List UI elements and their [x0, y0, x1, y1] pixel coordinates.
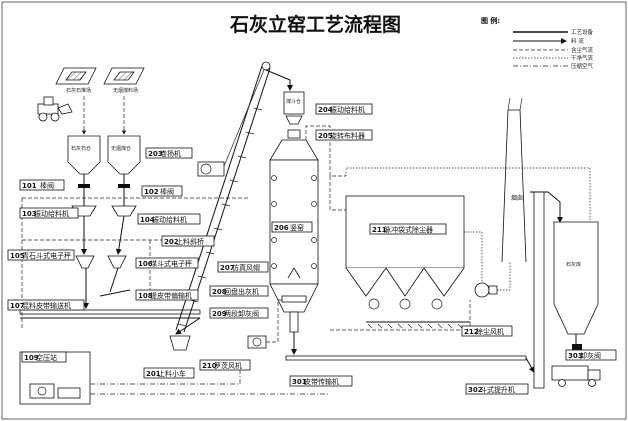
limestone-yard-label: 石灰石堆场 [66, 87, 91, 94]
eq-204-id: 204 [318, 106, 333, 114]
eq-204-label: 振动给料机 [330, 105, 365, 114]
eq-302-id: 302 [468, 386, 483, 394]
coal-yard-label: 无烟煤料场 [113, 87, 138, 94]
eq-205-label: 旋转布料器 [330, 131, 365, 140]
belt-108 [99, 289, 131, 297]
eq-210-label: 罗茨风机 [214, 361, 242, 370]
coal-bin: 无烟煤仓 [107, 135, 141, 175]
belt-conveyor-301 [285, 355, 527, 361]
truck-icon [551, 365, 601, 387]
eq-202-label: 上料斜桥 [176, 237, 204, 246]
eq-106-id: 106 [138, 260, 153, 268]
eq-203-label: 卷扬机 [160, 149, 181, 158]
eq-302-label: 斗式提升机 [480, 385, 515, 394]
eq-109-label: 空压站 [36, 353, 57, 362]
rotary-distributor-205 [287, 129, 301, 139]
limestone-scale-105 [75, 255, 95, 269]
rod-valve-101 [78, 184, 90, 188]
legend-label-dusty-gas: 含尘气流 [571, 46, 594, 54]
eq-303-label: 卸灰阀 [580, 351, 601, 360]
limestone-bin: 石灰石仓 [67, 135, 101, 175]
vibrating-feeder-204 [285, 115, 303, 125]
eq-210-id: 210 [202, 362, 217, 370]
eq-203-id: 203 [148, 150, 163, 158]
eq-107-label: 混料皮带输送机 [22, 301, 71, 310]
eq-104-label: 振动给料机 [152, 215, 187, 224]
eq-209-label: 两段卸灰阀 [224, 309, 259, 318]
unloading-valve-209 [289, 311, 299, 333]
roots-blower-210 [247, 335, 267, 349]
rod-valve-102 [118, 184, 130, 188]
coal-bin-label: 无烟煤仓 [111, 145, 131, 152]
eq-212-id: 212 [464, 328, 479, 336]
discharger-208 [281, 295, 307, 303]
eq-109-id: 109 [24, 354, 39, 362]
eq-108-label: 提皮带偏输机 [150, 291, 192, 300]
bucket-elevator-302 [530, 191, 561, 389]
vibrating-feeder-104 [111, 205, 137, 217]
lime-storage-bin: 石灰库 [553, 221, 599, 335]
charge-hopper-label: 煤斗仓 [286, 98, 301, 105]
eq-301-id: 301 [292, 378, 307, 386]
eq-209-id: 209 [212, 310, 227, 318]
eq-211-label: 脉冲袋式除尘器 [384, 225, 433, 234]
legend-heading: 图 例: [481, 16, 500, 25]
eq-106-label: 煤斗式电子秤 [150, 259, 192, 268]
eq-104-id: 104 [140, 216, 155, 224]
coal-scale-106 [107, 255, 127, 269]
eq-205-id: 205 [318, 132, 333, 140]
eq-101-id: 101 [22, 182, 37, 190]
eq-201-label: 上料小车 [158, 369, 186, 378]
legend-label-material: 料 流 [571, 37, 584, 45]
coal-yard: 无烟煤料场 [103, 67, 145, 94]
wind-cap-207 [287, 267, 301, 279]
dust-fan-212 [474, 282, 498, 298]
eq-202-id: 202 [164, 238, 179, 246]
chimney: 烟囱 [501, 97, 527, 263]
diagram-title: 石灰立窑工艺流程图 [229, 13, 401, 36]
eq-303-id: 303 [568, 352, 583, 360]
belt-conveyor-107 [19, 309, 201, 315]
lime-bin-label: 石灰库 [566, 261, 581, 268]
eq-207-id: 207 [220, 264, 235, 272]
eq-212-label: 除尘风机 [476, 327, 504, 336]
eq-103-label: 振动给料机 [34, 209, 69, 218]
loader-icon [37, 96, 73, 122]
winch-203 [197, 69, 265, 177]
eq-107-id: 107 [10, 302, 25, 310]
legend-label-clean-gas: 干净气流 [571, 54, 594, 62]
discharge-valve-303 [572, 344, 582, 350]
eq-301-label: 皮带传输机 [304, 377, 339, 386]
eq-211-id: 211 [372, 226, 387, 234]
charge-hopper [283, 91, 305, 115]
eq-108-id: 108 [138, 292, 153, 300]
eq-101-label: 棒阀 [40, 181, 54, 190]
limestone-bin-label: 石灰石仓 [71, 145, 91, 152]
chimney-label: 烟囱 [511, 194, 523, 202]
eq-201-id: 201 [146, 370, 161, 378]
legend-label-compressed-air: 压缩空气 [571, 62, 594, 70]
shaft-kiln-206 [269, 139, 319, 333]
legend-label-equipment: 工艺设备 [571, 28, 594, 36]
limestone-yard: 石灰石堆场 [55, 67, 97, 94]
eq-102-id: 102 [144, 188, 159, 196]
eq-105-label: 青石斗式电子秤 [22, 251, 71, 260]
eq-208-label: 回盘出灰机 [224, 287, 259, 296]
eq-103-id: 103 [22, 210, 37, 218]
eq-206-label: 竖窑 [290, 223, 304, 232]
bag-filter-211 [345, 195, 470, 329]
legend: 图 例: 工艺设备 料 流 含尘气流 干净气流 压缩空气 [481, 16, 594, 70]
eq-207-label: 仿真风帽 [232, 263, 260, 272]
eq-102-label: 棒阀 [160, 187, 174, 196]
eq-208-id: 208 [212, 288, 227, 296]
eq-105-id: 105 [10, 252, 25, 260]
eq-206-id: 206 [274, 224, 289, 232]
skip-car-201 [169, 335, 191, 351]
